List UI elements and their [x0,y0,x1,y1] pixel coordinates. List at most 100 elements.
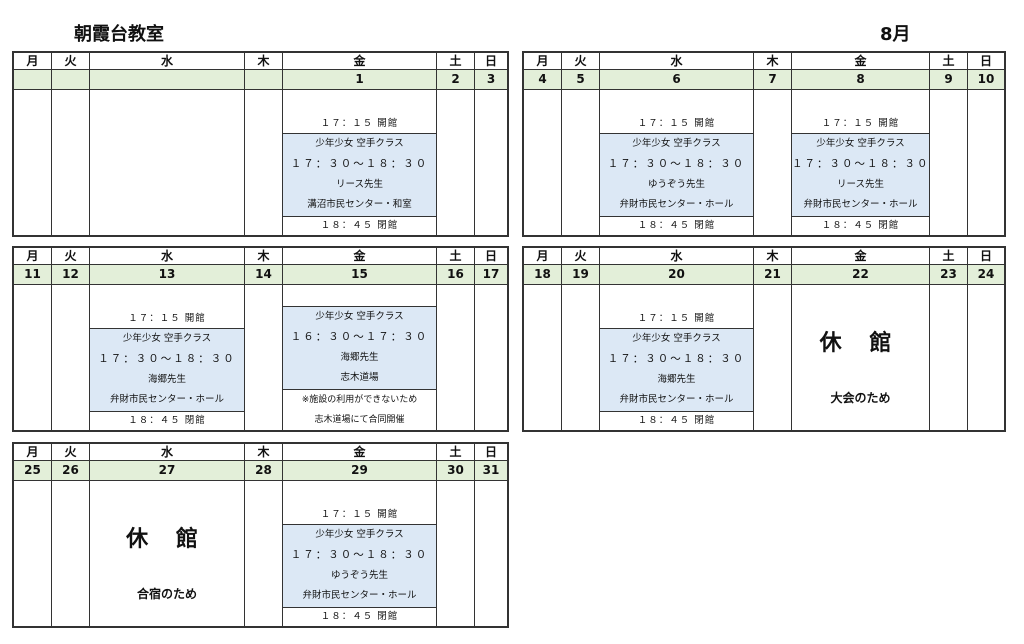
date-cell [90,70,244,90]
class-name: 少年少女 空手クラス [816,137,905,149]
closed-reason: 合宿のため [136,587,197,601]
date-cell: 22 [792,265,929,285]
teacher-name: 海郷先生 [340,351,379,363]
weekday-sun: 日 [475,248,507,265]
notice-text: 志木道場にて合同開催 [314,415,405,425]
class-details: 少年少女 空手クラス １７：３０～１８：３０ ゆうぞう先生 弁財市民センター・ホ… [283,523,436,608]
date-cell: 25 [14,461,51,481]
class-event: １７：１５ 開館 少年少女 空手クラス １７：３０～１８：３０ 海郷先生 弁財市… [90,309,244,430]
weekday-sun: 日 [968,53,1004,70]
date-cell: 2 [437,70,474,90]
weekday-sun: 日 [968,248,1004,265]
class-name: 少年少女 空手クラス [122,332,212,344]
weekday-mon: 月 [524,248,561,265]
class-event: １７：１５ 開館 少年少女 空手クラス １７：３０～１８：３０ リース先生 弁財… [792,114,929,235]
closed-notice: 休 館 合宿のため [90,481,244,626]
month-title: 8月 [880,24,911,45]
date-cell: 24 [968,265,1004,285]
class-details: 少年少女 空手クラス １７：３０～１８：３０ ゆうぞう先生 弁財市民センター・ホ… [600,132,753,217]
class-details: 少年少女 空手クラス １７：３０～１８：３０ リース先生 弁財市民センター・ホー… [792,132,929,217]
weekday-sat: 土 [930,248,967,265]
date-cell: 27 [90,461,244,481]
weekday-wed: 水 [600,248,753,265]
weekday-fri: 金 [283,248,436,265]
date-cell: 19 [562,265,599,285]
class-time: １７：３０～１８：３０ [290,158,429,171]
date-cell: 18 [524,265,561,285]
date-cell: 17 [475,265,507,285]
close-time: １８：４５ 閉館 [821,220,900,231]
weekday-mon: 月 [14,53,51,70]
date-cell: 6 [600,70,753,90]
class-details: 少年少女 空手クラス １７：３０～１８：３０ リース先生 溝沼市民センター・和室 [283,132,436,217]
class-event: １７：１５ 開館 少年少女 空手クラス １７：３０～１８：３０ ゆうぞう先生 弁… [283,505,436,626]
weekday-sat: 土 [930,53,967,70]
closed-notice: 休 館 大会のため [792,285,929,430]
venue: 志木道場 [340,372,379,384]
date-cell: 4 [524,70,561,90]
notice-text: ※施設の利用ができないため [301,395,418,405]
teacher-name: 海郷先生 [657,373,696,385]
date-cell: 11 [14,265,51,285]
date-cell: 20 [600,265,753,285]
class-time: １７：３０～１８：３０ [607,158,746,171]
weekday-fri: 金 [792,248,929,265]
class-time: １６：３０～１７：３０ [290,331,429,344]
date-cell: 1 [283,70,436,90]
date-cell: 5 [562,70,599,90]
date-cell: 29 [283,461,436,481]
teacher-name: 海郷先生 [147,373,186,385]
date-cell [52,70,89,90]
class-name: 少年少女 空手クラス [315,137,404,149]
date-cell: 23 [930,265,967,285]
open-time: １７：１５ 開館 [128,312,206,324]
weekday-mon: 月 [524,53,561,70]
closed-label: 休 館 [126,527,208,552]
class-name: 少年少女 空手クラス [315,528,404,540]
weekday-wed: 水 [90,248,244,265]
date-cell: 14 [245,265,282,285]
date-cell: 15 [283,265,436,285]
class-event: １７：１５ 開館 少年少女 空手クラス １７：３０～１８：３０ ゆうぞう先生 弁… [600,114,753,235]
class-event: １７：１５ 開館 少年少女 空手クラス １７：３０～１８：３０ リース先生 溝沼… [283,114,436,235]
weekday-mon: 月 [14,248,51,265]
date-cell: 3 [475,70,507,90]
day-column-tue: 火 [52,53,90,235]
weekday-tue: 火 [52,248,89,265]
class-time: １７：３０～１８：３０ [98,353,236,366]
open-time: １７：１５ 開館 [637,117,716,129]
date-cell: 7 [754,70,791,90]
date-cell: 30 [437,461,474,481]
school-name: 朝霞台教室 [74,24,164,45]
date-cell [14,70,51,90]
weekday-wed: 水 [600,53,753,70]
open-time: １７：１５ 開館 [320,508,399,520]
venue: 溝沼市民センター・和室 [307,199,412,211]
date-cell: 21 [754,265,791,285]
class-time: １７：３０～１８：３０ [607,353,746,366]
weekday-mon: 月 [14,444,51,461]
venue: 弁財市民センター・ホール [302,590,417,602]
weekday-sun: 日 [475,444,507,461]
close-time: １８：４５ 閉館 [128,415,206,426]
open-time: １７：１５ 開館 [320,117,399,129]
